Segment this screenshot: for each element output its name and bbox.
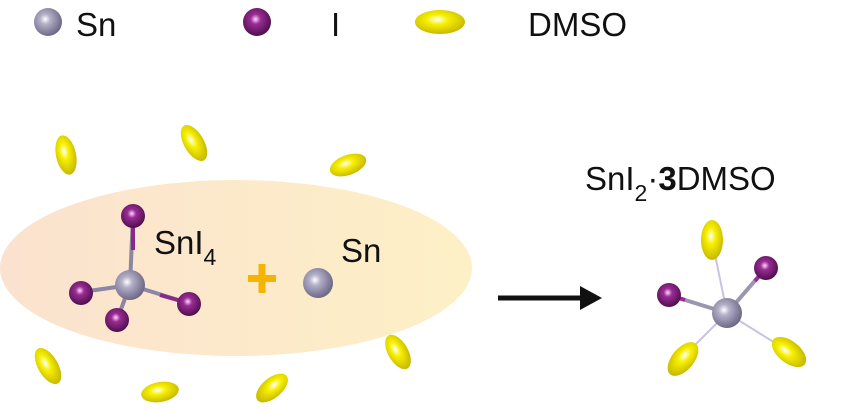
- dmso-molecule: [141, 381, 179, 403]
- dmso-molecule: [701, 220, 723, 260]
- sn-label: Sn: [341, 232, 381, 269]
- solvent-dmso-molecules: [34, 124, 411, 403]
- product-label: SnI2·3DMSO: [585, 160, 776, 206]
- dmso-molecule: [771, 336, 807, 368]
- legend-sn-label: Sn: [76, 6, 116, 43]
- sn-atom: [303, 268, 333, 298]
- legend: Sn I DMSO: [34, 6, 627, 43]
- reaction-arrow: [498, 286, 602, 310]
- sn-atom: [712, 298, 742, 328]
- sni4-molecule: [69, 204, 201, 332]
- dmso-molecule: [667, 342, 699, 376]
- sni2-3dmso-molecule: [657, 220, 807, 376]
- iodine-atom: [121, 204, 145, 228]
- dmso-molecule: [385, 334, 411, 370]
- plus-sign: [248, 264, 276, 293]
- dmso-molecule: [256, 373, 288, 403]
- iodine-atom-icon: [243, 8, 271, 36]
- sn-atom-icon: [34, 8, 62, 36]
- dmso-molecule: [180, 124, 208, 162]
- iodine-atom: [105, 308, 129, 332]
- sni4-label: SnI4: [154, 224, 217, 270]
- iodine-atom: [69, 281, 93, 305]
- iodine-atom: [754, 256, 778, 280]
- dmso-ellipsoid-icon: [415, 10, 465, 34]
- solution-region: [0, 180, 472, 356]
- sn-atom: [115, 270, 145, 300]
- iodine-atom: [177, 292, 201, 316]
- legend-dmso-label: DMSO: [528, 6, 627, 43]
- dmso-molecule: [329, 153, 367, 177]
- dmso-molecule: [34, 347, 62, 385]
- legend-i-label: I: [331, 6, 340, 43]
- iodine-atom: [657, 283, 681, 307]
- dmso-molecule: [55, 135, 77, 175]
